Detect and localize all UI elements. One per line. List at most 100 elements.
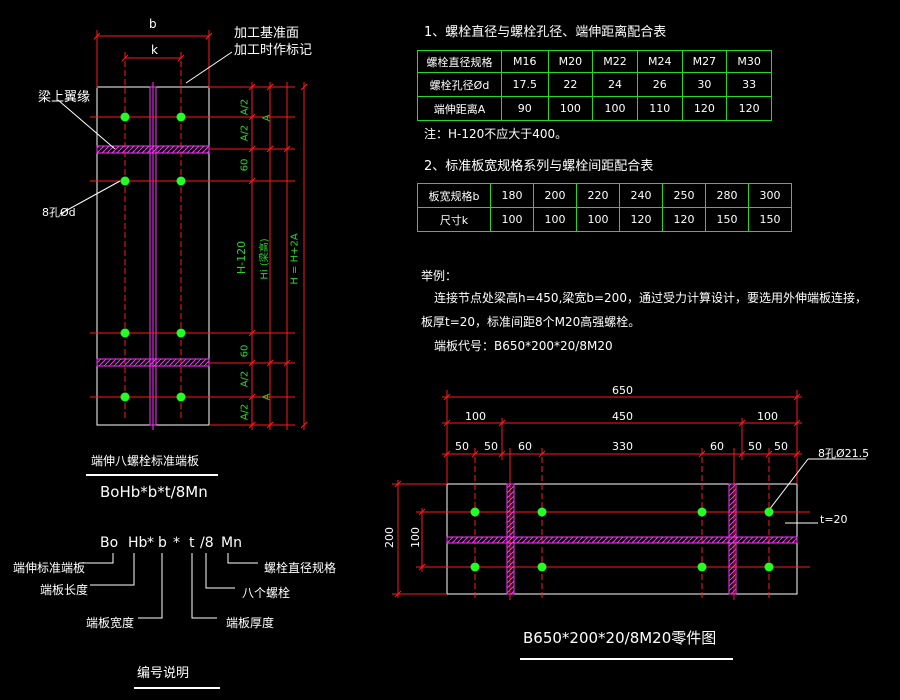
dim-a-half-bottom1: A/2 — [239, 370, 251, 388]
dim-a-half-bottom2: A/2 — [239, 403, 251, 421]
dim-a-bottom: A — [261, 393, 273, 401]
code-explain-leaders — [79, 553, 258, 619]
dim-k-label: k — [151, 43, 158, 57]
table-cell: 螺栓孔径Ød — [417, 72, 502, 97]
bolt-holes-part — [470, 507, 774, 572]
table-row: 螺栓孔径Ød 17.5 22 24 26 30 33 — [417, 72, 772, 97]
table-cell: M22 — [592, 50, 638, 73]
table-cell: M27 — [681, 50, 728, 73]
table-cell: M16 — [501, 50, 549, 73]
dim-60-bottom: 60 — [239, 344, 251, 358]
table-row: 螺栓直径规格 M16 M20 M22 M24 M27 M30 — [417, 50, 772, 73]
dim-50-b: 50 — [484, 440, 498, 453]
dim-60-top: 60 — [239, 158, 251, 172]
table-cell: 100 — [547, 96, 594, 121]
table-cell: 300 — [748, 183, 792, 208]
dim-50-a: 50 — [455, 440, 469, 453]
table-row: 板宽规格b 180 200 220 240 250 280 300 — [417, 183, 792, 208]
example-line2: 板厚t=20，标准间距8个M20高强螺栓。 — [421, 315, 641, 329]
left-elevation-code: BoHb*b*t/8Mn — [100, 483, 208, 501]
dim-100-vertical: 100 — [409, 527, 422, 548]
plate-width-table: 板宽规格b 180 200 220 240 250 280 300 尺寸k 10… — [417, 183, 792, 232]
table-cell: 板宽规格b — [417, 183, 491, 208]
table-cell: 120 — [619, 207, 663, 232]
table-cell: 24 — [592, 72, 638, 97]
table-cell: 尺寸k — [417, 207, 491, 232]
dim-60-left: 60 — [518, 440, 532, 453]
bolt-holes-left — [120, 112, 186, 402]
code-slash8: /8 — [200, 535, 214, 551]
example-line3: 端板代号：B650*200*20/8M20 — [434, 339, 613, 353]
top-flange — [96, 145, 210, 154]
table-row: 端伸距离A 90 100 100 110 120 120 — [417, 96, 772, 121]
table-cell: 螺栓直径规格 — [417, 50, 502, 73]
table-cell: 33 — [726, 72, 772, 97]
table-cell: 110 — [636, 96, 683, 121]
dim-650: 650 — [612, 384, 633, 397]
table-cell: 17.5 — [501, 72, 549, 97]
table-cell: 120 — [662, 207, 706, 232]
table-cell: 30 — [681, 72, 728, 97]
code-star2: * — [173, 535, 180, 551]
dim-100-right: 100 — [757, 410, 778, 423]
dim-a-top: A — [261, 114, 273, 122]
table-cell: 端伸距离A — [417, 96, 502, 121]
dim-a-half-top2: A/2 — [239, 124, 251, 142]
label-beam-flange: 梁上翼缘 — [38, 90, 91, 105]
dim-b-label: b — [149, 17, 157, 31]
code-b: b — [158, 535, 167, 551]
left-elevation-drawing — [57, 30, 308, 476]
bottom-flange — [96, 358, 210, 367]
table-cell: 120 — [681, 96, 728, 121]
dim-100-left: 100 — [465, 410, 486, 423]
part-drawing — [392, 390, 866, 660]
dim-450: 450 — [612, 410, 633, 423]
label-plate-thickness: 端板厚度 — [226, 616, 275, 630]
label-bolt-spec: 螺栓直径规格 — [264, 561, 337, 575]
label-endplate-type: 端伸标准端板 — [13, 561, 86, 575]
table1-note: 注：H-120不应大于400。 — [424, 127, 568, 141]
left-elevation-title: 端伸八螺栓标准端板 — [91, 454, 200, 468]
table-cell: 250 — [662, 183, 706, 208]
bolt-spec-table: 螺栓直径规格 M16 M20 M22 M24 M27 M30 螺栓孔径Ød 17… — [417, 50, 772, 121]
table-cell: M24 — [636, 50, 683, 73]
example-label: 举例： — [421, 269, 458, 283]
table2-title: 2、标准板宽规格系列与螺栓间距配合表 — [424, 159, 654, 174]
table-cell: 90 — [501, 96, 549, 121]
code-mn: Mn — [221, 535, 242, 551]
dim-200: 200 — [383, 527, 396, 548]
table-cell: 100 — [592, 96, 638, 121]
code-star1: * — [147, 535, 154, 551]
table1-title: 1、螺栓直径与螺栓孔径、端伸距离配合表 — [424, 25, 667, 40]
dim-50-c: 50 — [748, 440, 762, 453]
table-cell: 150 — [705, 207, 749, 232]
code-explain-title: 编号说明 — [137, 666, 190, 681]
table-row: 尺寸k 100 100 100 120 120 150 150 — [417, 207, 792, 232]
label-plate-width: 端板宽度 — [86, 616, 135, 630]
table-cell: 240 — [619, 183, 663, 208]
table-cell: 150 — [748, 207, 792, 232]
label-eight-bolts: 八个螺栓 — [242, 586, 291, 600]
dim-h-minus-120: H-120 — [235, 240, 249, 275]
table-cell: 100 — [490, 207, 534, 232]
label-thickness: t=20 — [820, 513, 848, 526]
dim-60-right: 60 — [710, 440, 724, 453]
table-cell: 26 — [636, 72, 683, 97]
label-holes-21-5: 8孔Ø21.5 — [818, 447, 870, 460]
note-datum-line2: 加工时作标记 — [234, 43, 313, 58]
dim-hi: Hi (梁高) — [259, 238, 271, 280]
table-cell: 22 — [547, 72, 594, 97]
dim-h-total: H = H+2A — [289, 233, 301, 285]
table-cell: 220 — [576, 183, 620, 208]
table-cell: 120 — [726, 96, 772, 121]
code-hb: Hb — [128, 535, 148, 551]
code-bo: Bo — [100, 535, 119, 551]
dim-a-half-top1: A/2 — [239, 98, 251, 116]
dim-50-d: 50 — [774, 440, 788, 453]
table-cell: M20 — [547, 50, 594, 73]
table-cell: 100 — [533, 207, 577, 232]
example-line1: 连接节点处梁高h=450,梁宽b=200，通过受力计算设计，要选用外伸端板连接， — [434, 291, 867, 305]
table-cell: 100 — [576, 207, 620, 232]
table-cell: 280 — [705, 183, 749, 208]
